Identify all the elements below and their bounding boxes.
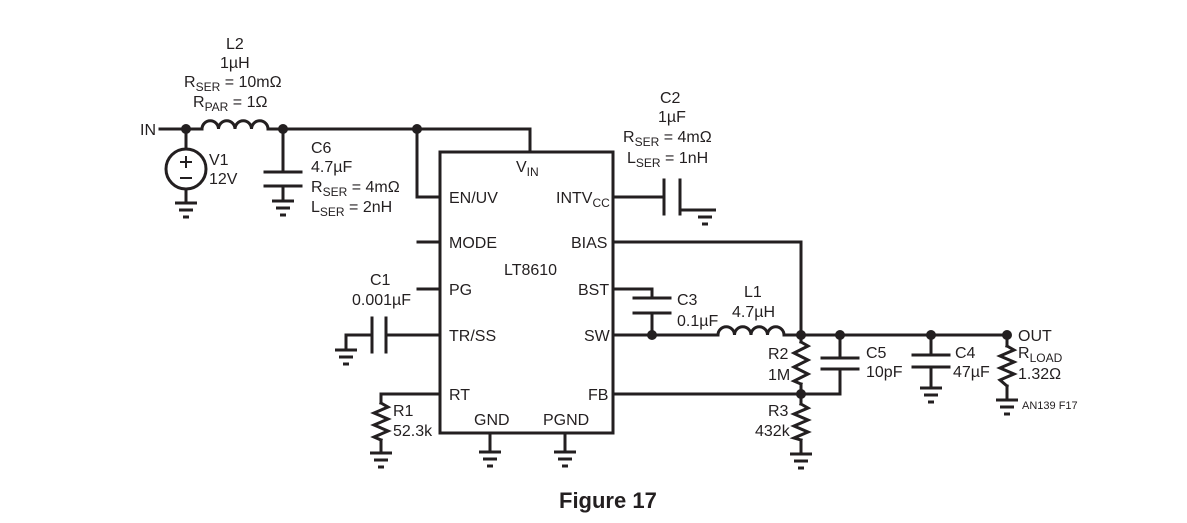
wire-l2-to-ic <box>266 127 532 154</box>
ground-icon <box>479 450 501 468</box>
svg-text:RSER = 4mΩ: RSER = 4mΩ <box>311 179 400 199</box>
svg-text:RPAR = 1Ω: RPAR = 1Ω <box>193 94 267 114</box>
label-rload-name: RLOAD <box>1018 345 1063 365</box>
capacitor-c4 <box>911 353 951 369</box>
svg-text:RSER = 10mΩ: RSER = 10mΩ <box>184 74 282 94</box>
label-c1-name: C1 <box>370 272 391 289</box>
ground-icon <box>370 451 392 469</box>
resistor-r2 <box>790 339 812 386</box>
junction-dot <box>181 124 191 134</box>
label-l2: L2 1µH RSER = 10mΩ RPAR = 1Ω <box>184 36 282 114</box>
pin-mode: MODE <box>449 235 497 252</box>
wire-c1-gnd <box>344 333 374 352</box>
net-label-in: IN <box>140 122 156 139</box>
junction-dots <box>181 124 1012 399</box>
pin-en-uv: EN/UV <box>449 190 498 207</box>
svg-text:L2: L2 <box>226 36 244 53</box>
ground-icon <box>790 452 812 470</box>
junction-dot <box>1002 330 1012 340</box>
capacitor-c2 <box>662 178 682 216</box>
net-label-out: OUT <box>1018 328 1052 345</box>
label-c4-value: 47µF <box>953 364 990 381</box>
pin-fb: FB <box>588 387 608 404</box>
label-r3-value: 432k <box>755 423 791 440</box>
figure-caption: Figure 17 <box>559 488 657 513</box>
label-l1-value: 4.7µH <box>732 304 775 321</box>
figure-id: AN139 F17 <box>1022 400 1078 412</box>
ground-icon <box>920 386 942 404</box>
junction-dot <box>796 330 806 340</box>
svg-text:C2: C2 <box>660 90 681 107</box>
inductor-l1 <box>716 325 786 337</box>
ground-icon <box>694 208 716 226</box>
label-r1-value: 52.3k <box>393 423 433 440</box>
junction-dot <box>835 330 845 340</box>
junction-dot <box>647 330 657 340</box>
wire-bst <box>611 287 654 300</box>
label-r2-name: R2 <box>768 346 789 363</box>
pin-bias: BIAS <box>571 235 607 252</box>
svg-text:LSER = 2nH: LSER = 2nH <box>311 199 392 219</box>
resistor-r1 <box>370 400 392 442</box>
ground-symbols <box>175 199 1018 470</box>
svg-text:C6: C6 <box>311 140 332 157</box>
label-c2: C2 1µF RSER = 4mΩ LSER = 1nH <box>623 90 712 170</box>
resistor-r3 <box>789 401 812 442</box>
ground-icon <box>272 199 294 217</box>
wire-bias <box>611 240 803 337</box>
svg-text:4.7µF: 4.7µF <box>311 159 352 176</box>
pin-pgnd: PGND <box>543 412 589 429</box>
label-c3-name: C3 <box>677 292 698 309</box>
label-rload-value: 1.32Ω <box>1018 366 1061 383</box>
pin-pg: PG <box>449 282 472 299</box>
wire-en-uv <box>415 127 442 199</box>
label-c1-value: 0.001µF <box>352 292 411 309</box>
capacitor-c6 <box>263 170 303 188</box>
pin-vin: VIN <box>516 159 539 179</box>
ground-icon <box>175 201 197 219</box>
svg-text:RSER = 4mΩ: RSER = 4mΩ <box>623 129 712 149</box>
pin-rt: RT <box>449 387 470 404</box>
resistor-rload <box>996 343 1018 389</box>
capacitor-c5 <box>820 356 860 371</box>
ic-body <box>438 150 615 435</box>
label-l1-name: L1 <box>744 284 762 301</box>
label-r2-value: 1M <box>768 367 790 384</box>
label-v1-value: 12V <box>209 171 238 188</box>
pin-bst: BST <box>578 282 609 299</box>
inductor-l2 <box>200 119 270 131</box>
pin-tr-ss: TR/SS <box>449 328 496 345</box>
label-c3-value: 0.1µF <box>677 313 718 330</box>
pin-sw: SW <box>584 328 611 345</box>
svg-text:1µF: 1µF <box>658 109 686 126</box>
label-r1-name: R1 <box>393 403 414 420</box>
junction-dot <box>412 124 422 134</box>
capacitor-c1 <box>370 316 388 354</box>
wire-intvcc <box>611 195 707 212</box>
label-c5-value: 10pF <box>866 364 903 381</box>
pin-gnd: GND <box>474 412 510 429</box>
label-c6: C6 4.7µF RSER = 4mΩ LSER = 2nH <box>311 140 400 219</box>
ground-icon <box>554 450 576 468</box>
junction-dot <box>796 389 806 399</box>
junction-dot <box>278 124 288 134</box>
voltage-source-v1 <box>164 147 208 191</box>
label-r3-name: R3 <box>768 403 789 420</box>
pin-intvcc: INTVCC <box>556 190 610 210</box>
ground-icon <box>996 398 1018 416</box>
label-v1-name: V1 <box>209 152 229 169</box>
junction-dot <box>926 330 936 340</box>
wire-rt <box>379 392 442 455</box>
label-c4-name: C4 <box>955 345 976 362</box>
ic-part-number: LT8610 <box>504 262 557 279</box>
svg-text:1µH: 1µH <box>220 55 250 72</box>
svg-text:LSER = 1nH: LSER = 1nH <box>627 150 708 170</box>
capacitor-c3 <box>632 296 672 315</box>
ground-icon <box>335 348 357 366</box>
label-c5-name: C5 <box>866 345 887 362</box>
